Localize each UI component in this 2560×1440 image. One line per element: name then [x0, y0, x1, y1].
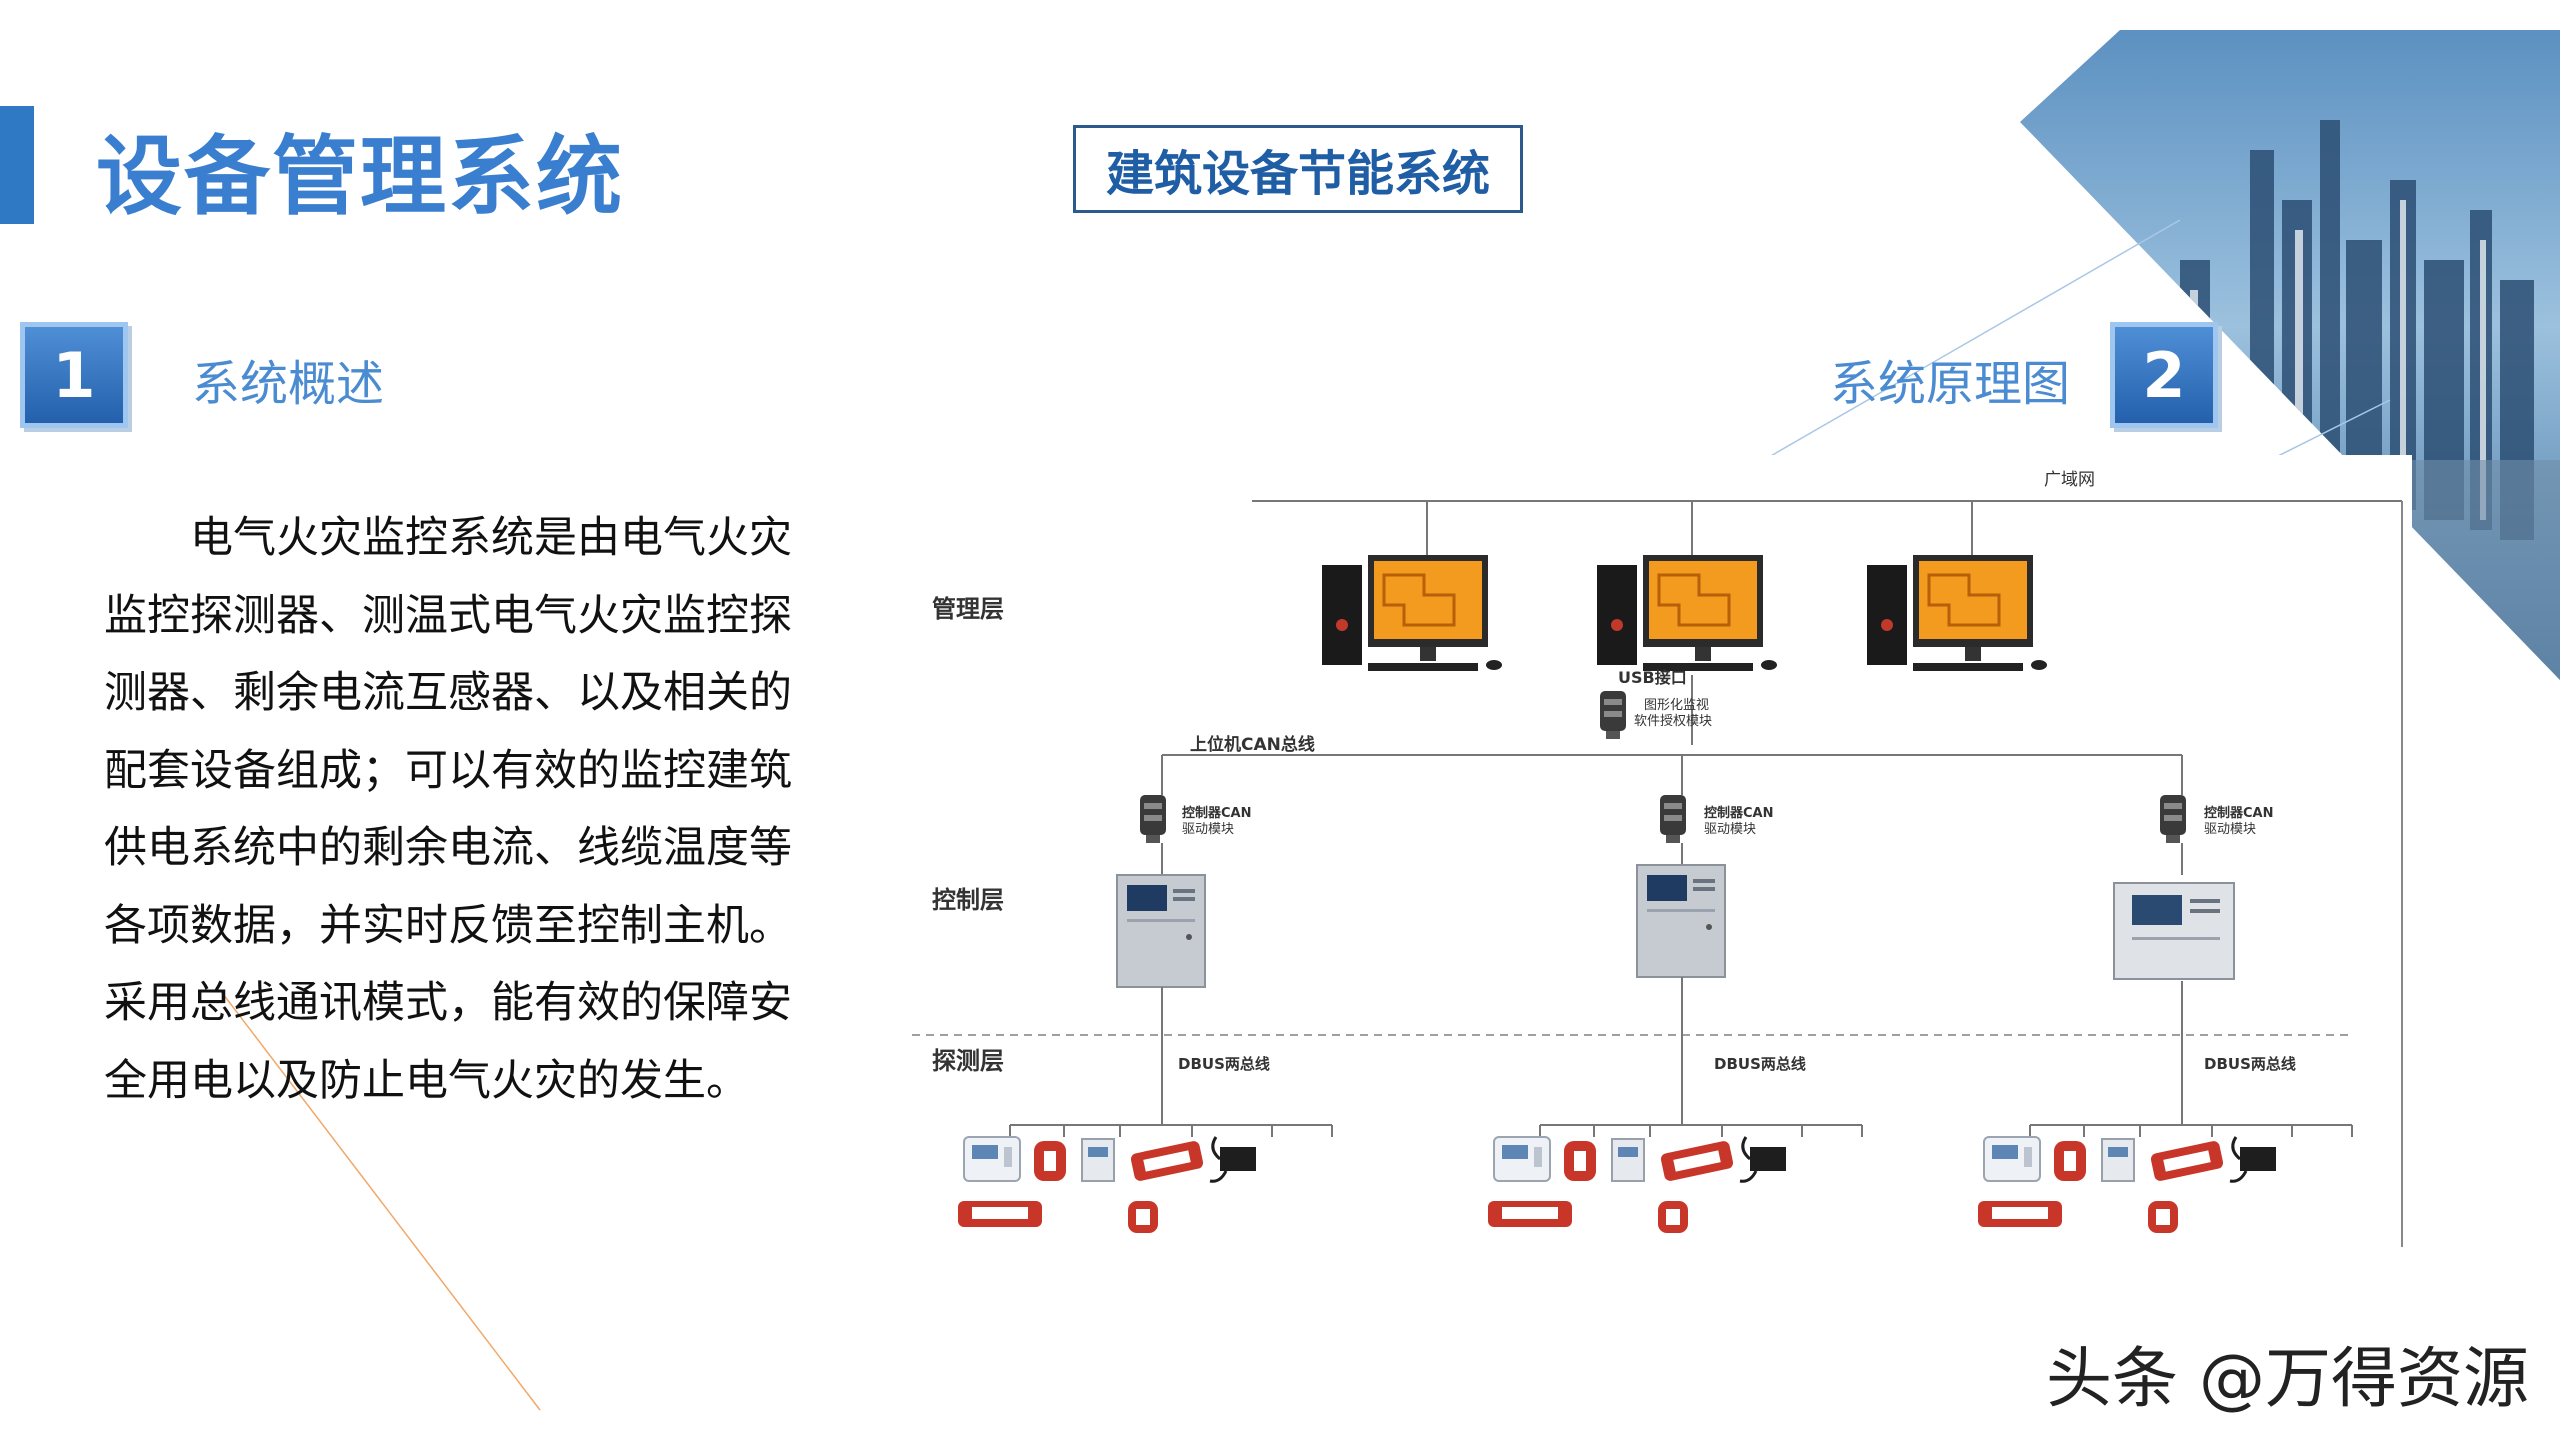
controller-can-label-2-line2: 驱动模块 — [1704, 822, 1756, 837]
graphic-module-label-line1: 图形化监视 — [1644, 698, 1709, 713]
can-bus-label: 上位机CAN总线 — [1190, 734, 1315, 755]
dbus-label-1: DBUS两总线 — [1178, 1055, 1270, 1073]
layer-label-management: 管理层 — [932, 595, 1004, 623]
source-watermark: 头条 @万得资源 — [2046, 1340, 2529, 1417]
section-number-badge-2: 2 — [2110, 322, 2218, 428]
graphic-module-label-line2: 软件授权模块 — [1634, 713, 1712, 729]
usb-interface-label: USB接口 — [1618, 668, 1687, 687]
wan-label: 广域网 — [2044, 470, 2095, 490]
layer-label-control: 控制层 — [932, 886, 1004, 914]
page-title: 设备管理系统 — [96, 127, 624, 227]
detector-group-3 — [1976, 1124, 2353, 1235]
controller-can-label-1-line2: 驱动模块 — [1182, 822, 1234, 837]
dbus-label-3: DBUS两总线 — [2204, 1055, 2296, 1073]
controller-can-label-2-line1: 控制器CAN — [1704, 805, 1773, 821]
controller-can-label-3-line1: 控制器CAN — [2204, 805, 2273, 821]
system-diagram: 广域网 管理层 USB接口 图形化监视 软件授权模块 上位机CAN总线 控制器C… — [912, 455, 2412, 1250]
controller-cabinet-2 — [1636, 864, 1726, 978]
controller-cabinet-1 — [1116, 874, 1206, 988]
detector-group-1 — [956, 1124, 1333, 1235]
subtitle-box: 建筑设备节能系统 — [1073, 125, 1523, 213]
overview-paragraph: 电气火灾监控系统是由电气火灾监控探测器、测温式电气火灾监控探测器、剩余电流互感器… — [104, 513, 792, 1106]
section-title-diagram: 系统原理图 — [1830, 356, 2071, 412]
section-number-badge-1: 1 — [20, 322, 128, 428]
detector-group-2 — [1486, 1124, 1863, 1235]
layer-label-detection: 探测层 — [932, 1047, 1004, 1075]
controller-can-label-3-line2: 驱动模块 — [2204, 822, 2256, 837]
header-accent-bar — [0, 106, 34, 224]
controller-cabinet-3 — [2113, 882, 2235, 980]
section-title-overview: 系统概述 — [192, 356, 385, 412]
dbus-label-2: DBUS两总线 — [1714, 1055, 1806, 1073]
controller-can-label-1-line1: 控制器CAN — [1182, 805, 1251, 821]
